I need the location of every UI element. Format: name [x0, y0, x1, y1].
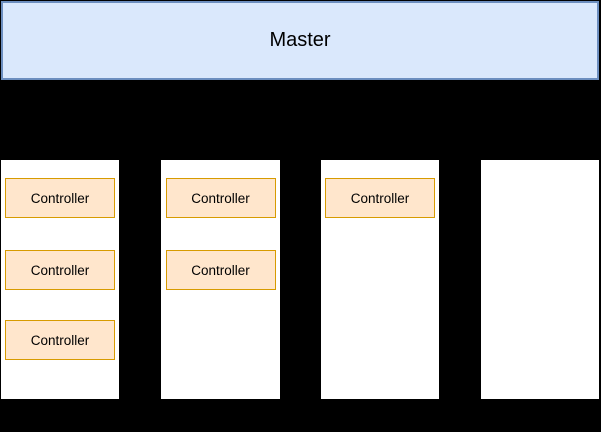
controller-node: Controller — [5, 178, 115, 218]
worker-column-1: Controller Controller Controller — [1, 160, 119, 399]
controller-label: Controller — [30, 332, 90, 348]
controller-node: Controller — [5, 320, 115, 360]
worker-column-3: Controller — [321, 160, 439, 399]
master-label: Master — [269, 29, 331, 51]
worker-column-4 — [481, 160, 599, 399]
controller-node: Controller — [325, 178, 435, 218]
master-node: Master — [1, 1, 599, 80]
controller-label: Controller — [191, 190, 250, 206]
controller-label: Controller — [350, 190, 410, 206]
worker-column-2: Controller Controller — [161, 160, 280, 399]
controller-label: Controller — [191, 262, 250, 278]
controller-label: Controller — [30, 262, 90, 278]
controller-node: Controller — [165, 178, 276, 218]
controller-node: Controller — [5, 250, 115, 290]
controller-node: Controller — [165, 250, 276, 290]
controller-label: Controller — [30, 190, 90, 206]
